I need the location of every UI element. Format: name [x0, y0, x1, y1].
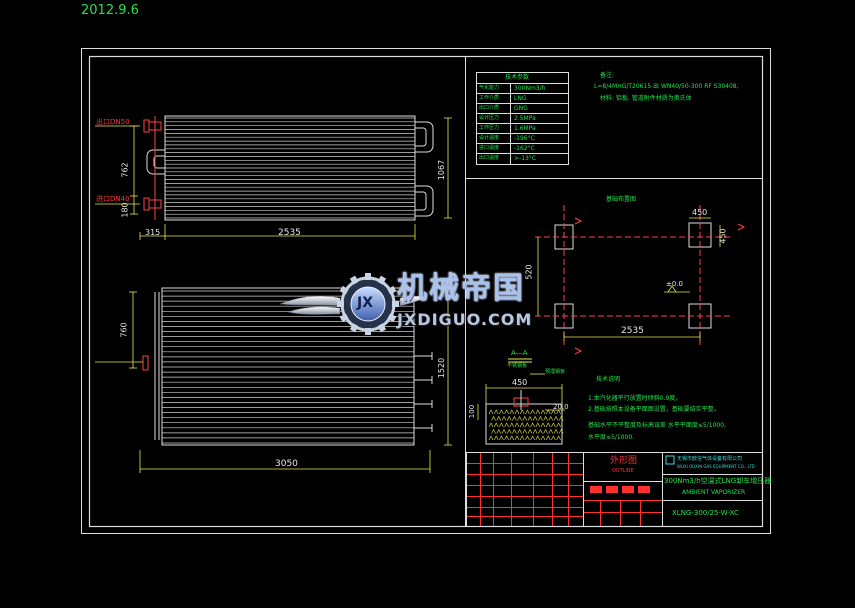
dim-760: 760 [119, 322, 129, 338]
spec-key: 设计压力 [479, 115, 500, 121]
spec-key: 气化能力 [479, 85, 500, 91]
outlet-label: 出口DN50 [96, 118, 130, 126]
spec-value: GNG [514, 105, 528, 112]
dim-450-a: 450 [692, 208, 708, 217]
outline-cn: 外形图 [610, 456, 638, 466]
dim-1520: 1520 [437, 357, 447, 379]
inner-frame [88, 55, 764, 528]
dim-180: 180 [120, 202, 130, 218]
dim-2535-b: 2535 [621, 326, 644, 336]
gear-wing-emblem [280, 273, 424, 335]
spec-value: >-13°C [514, 155, 537, 162]
spec-value: 300Nm3/h [514, 85, 546, 92]
tech-note-line: 1.本汽化器平行放置时倾斜0.9度。 [588, 395, 682, 402]
tech-note-line: 2.基础按照本设备平面图设置，基础要结实平整。 [588, 406, 720, 413]
watermark-cn: 机械帝国 [397, 271, 525, 306]
outline-en: OUTLINE [612, 468, 634, 474]
section-aa [477, 358, 565, 445]
dim-762: 762 [120, 162, 130, 178]
spec-value: 2.5MPa [514, 115, 536, 122]
watermark-en: JXDIGUO.COM [397, 310, 533, 329]
anchor-label: 预埋钢板 [545, 369, 566, 375]
spec-value: LNG [514, 95, 527, 102]
section-title: A—A [511, 349, 528, 357]
spec-key: 进口温度 [479, 145, 500, 151]
spec-value: -196°C [514, 135, 535, 142]
title-block-grid [466, 452, 763, 527]
watermark-emblem-text: JX [357, 295, 374, 311]
product-cn: 300Nm3/h空温式LNG卸车增压器 [664, 477, 772, 485]
dim-20: 20.0 [553, 403, 569, 411]
date-stamp: 2012.9.6 [81, 3, 139, 18]
company-cn: 无锡市欧信气体设备有限公司 [677, 456, 743, 462]
drawing-number: XLNG-300/25-W-XC [672, 509, 739, 517]
watermark: JX 机械帝国 JXDIGUO.COM [280, 266, 580, 336]
tech-note-line: 水平度≤5/1000. [588, 434, 635, 441]
spec-key: 出口温度 [479, 155, 500, 161]
inlet-label: 进口DN40 [96, 195, 130, 203]
company-en: WUXI OUXIN GAS EQUIPMENT CO., LTD [677, 464, 755, 469]
dim-2535: 2535 [278, 228, 301, 238]
spec-value: -162°C [514, 145, 535, 152]
dim-3050: 3050 [275, 459, 298, 469]
dim-315: 315 [145, 228, 161, 237]
outer-frame [81, 48, 771, 534]
level-00: ±0.0 [666, 280, 683, 288]
spec-key: 出口介质 [479, 105, 500, 111]
dim-1067: 1067 [437, 159, 447, 181]
notes-line2: 材料: 铝板, 管道附件材质为奥氏体 [600, 95, 692, 102]
basic-plan-title: 基础布置图 [606, 196, 637, 203]
product-en: AMBIENT VAPORIZER [682, 489, 746, 496]
foundation-plan [535, 205, 746, 355]
dim-450-b: 450 [718, 228, 728, 244]
dim-100: 100 [468, 404, 477, 419]
spec-table-title: 技术参数 [505, 74, 530, 81]
spec-key: 设计温度 [479, 135, 500, 141]
dim-450-c: 450 [512, 378, 528, 387]
notes-head: 备注: [600, 72, 615, 79]
notes-line1: L=8/4MHG/T20615 出 WN40/50-300 RF S30408, [594, 83, 739, 90]
tech-note-line: 基础水平不平整度及标高误差 水平平面度≤5/1000, [588, 422, 726, 429]
section-subtitle: 不锈钢板 [507, 363, 528, 369]
spec-key: 工作压力 [479, 125, 500, 131]
spec-key: 工作介质 [479, 95, 500, 101]
spec-table-grid [476, 72, 569, 165]
top-view [95, 115, 452, 240]
spec-value: 1.6MPa [514, 125, 536, 132]
tech-notes-title: 技术说明 [596, 376, 621, 383]
